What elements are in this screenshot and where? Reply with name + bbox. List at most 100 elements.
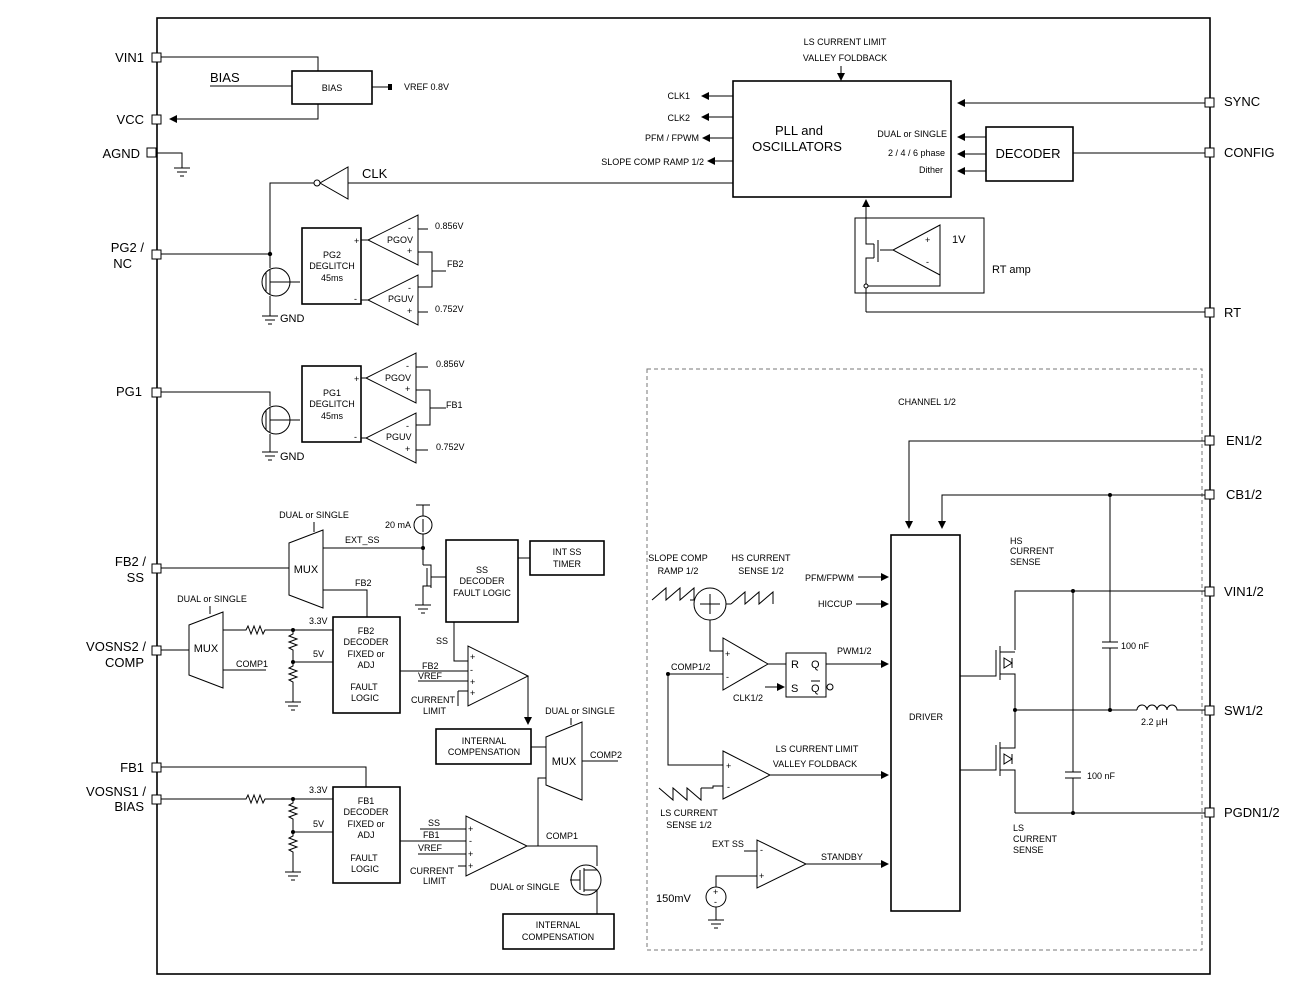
fb2dec-divider	[287, 630, 299, 702]
fb1-decoder	[332, 786, 401, 884]
channel-ls-sense-1: LS CURRENT	[660, 808, 718, 818]
fb2dec-mux	[188, 611, 224, 689]
decoder-block	[985, 126, 1074, 182]
channel-ls-2: CURRENT	[1013, 834, 1058, 844]
pin-pg1[interactable]	[151, 387, 162, 398]
channel-clk12: CLK1/2	[733, 693, 763, 703]
channel-title: CHANNEL 1/2	[898, 397, 956, 407]
pin-cb[interactable]	[1204, 489, 1215, 500]
wire-fb2dec-r	[223, 624, 333, 636]
fb2dec-33: 3.3V	[309, 616, 328, 626]
comp-mux	[545, 721, 583, 801]
channel-cap2: 100 nF	[1087, 771, 1116, 781]
pll-dither: Dither	[919, 165, 943, 175]
pin-pg2[interactable]	[151, 249, 162, 260]
int-ss-timer	[529, 540, 605, 576]
comp-mux-comp2: COMP2	[590, 750, 622, 760]
pin-label-vin1: VIN1	[115, 50, 144, 65]
pin-vin1[interactable]	[151, 52, 162, 63]
pll-title-1: PLL and	[775, 123, 823, 138]
bias-section: BIAS BIAS VREF 0.8V	[156, 56, 449, 177]
pg1-ov-plus: +	[405, 384, 410, 394]
fb1dec-section: 3.3V 5V FB1 DECODER FIXED or ADJ FAULT L…	[161, 766, 401, 884]
channel-pwm: PWM1/2	[837, 646, 872, 656]
pin-label-vin12: VIN1/2	[1224, 584, 1264, 599]
ea1-fet-body	[570, 868, 598, 914]
pin-label-vcc: VCC	[117, 112, 144, 127]
rt-node	[863, 283, 869, 289]
ff-qbar: Q	[811, 683, 820, 695]
pwm-comp	[722, 637, 769, 691]
pin-label-vosns2-b: COMP	[105, 655, 144, 670]
agnd-ground	[174, 167, 190, 177]
pin-en[interactable]	[1204, 435, 1215, 446]
ss-dec-1: SS	[476, 565, 488, 575]
pin-sync[interactable]	[1204, 97, 1215, 108]
comp-mux-label: MUX	[552, 756, 577, 768]
ss-current: 20 mA	[385, 520, 411, 530]
ls-comp	[722, 750, 772, 800]
ss-dual: DUAL or SINGLE	[279, 510, 349, 520]
pin-vosns2[interactable]	[151, 645, 162, 656]
pg2-ov-comp	[366, 214, 419, 266]
pg2-ov-minus: -	[408, 223, 411, 233]
rt-amp-vref: 1V	[952, 234, 966, 246]
ff-q: Q	[811, 659, 820, 671]
ls-fet	[960, 710, 1016, 813]
pin-label-fb2-a: FB2 /	[115, 554, 146, 569]
pin-fb1[interactable]	[151, 762, 162, 773]
pin-vosns1[interactable]	[151, 794, 162, 805]
channel-ind: 2.2 µH	[1141, 717, 1168, 727]
fb1dec-l4: ADJ	[357, 830, 374, 840]
pin-vin12[interactable]	[1204, 586, 1215, 597]
pll-top-1: LS CURRENT LIMIT	[804, 37, 887, 47]
pin-pgdn[interactable]	[1204, 807, 1215, 818]
wire-pg1-pin	[161, 391, 271, 452]
fb1dec-l2: DECODER	[343, 807, 389, 817]
clk-buffer	[318, 166, 349, 200]
ss-section: DUAL or SINGLE MUX EXT_SS FB2 20 mA SS D…	[161, 504, 605, 623]
pin-label-sw: SW1/2	[1224, 703, 1263, 718]
wire-cb	[938, 494, 1205, 529]
pg1-uv-plus: +	[405, 444, 410, 454]
ea2-section: SS FB2 VREF CURRENT LIMIT + - + +	[400, 622, 532, 725]
ss-mux	[288, 529, 324, 609]
fb1dec-l5: FAULT	[350, 853, 378, 863]
ea1-amp	[465, 815, 529, 877]
agnd-wire	[156, 152, 183, 168]
channel-section: CHANNEL 1/2 DRIVER PFM/FPWM HICCUP SLOPE…	[646, 368, 1205, 951]
fb2dec-l6: LOGIC	[351, 693, 380, 703]
wire-summer-out	[709, 620, 723, 652]
channel-ls-1: LS	[1013, 823, 1024, 833]
rt-amp-label: RT amp	[992, 264, 1031, 276]
ss-timer-1: INT SS	[553, 547, 582, 557]
left-pins: VIN1 VCC AGND PG2 / NC PG1 FB2 / SS VOSN…	[86, 50, 162, 814]
rs-flipflop	[785, 652, 827, 698]
channel-hs-1: HS	[1010, 536, 1023, 546]
ea1-ic-1: INTERNAL	[536, 920, 581, 930]
pg2-degl-plus: +	[354, 236, 359, 246]
pll-slope: SLOPE COMP RAMP 1/2	[601, 157, 704, 167]
ff-s: S	[791, 683, 798, 695]
pin-fb2[interactable]	[151, 563, 162, 574]
pin-config[interactable]	[1204, 147, 1215, 158]
slope-ramp	[651, 586, 695, 602]
ea2-ss: SS	[436, 636, 448, 646]
pin-vcc[interactable]	[151, 114, 162, 125]
rt-amp-minus: -	[926, 257, 929, 267]
channel-v150: 150mV	[656, 893, 692, 905]
wire-vin1	[161, 56, 319, 71]
wire-ea2-cl	[457, 690, 468, 706]
pin-agnd[interactable]	[146, 147, 157, 158]
pin-rt[interactable]	[1204, 307, 1215, 318]
pin-sw[interactable]	[1204, 705, 1215, 716]
ff-r: R	[791, 659, 799, 671]
pin-label-sync: SYNC	[1224, 94, 1260, 109]
fb2dec-l5: FAULT	[350, 682, 378, 692]
channel-slope-2: RAMP 1/2	[658, 566, 699, 576]
channel-hs-sense-1: HS CURRENT	[731, 553, 791, 563]
channel-hiccup: HICCUP	[818, 599, 853, 609]
pg2-ground	[262, 315, 278, 325]
ss-ext: EXT_SS	[345, 535, 380, 545]
